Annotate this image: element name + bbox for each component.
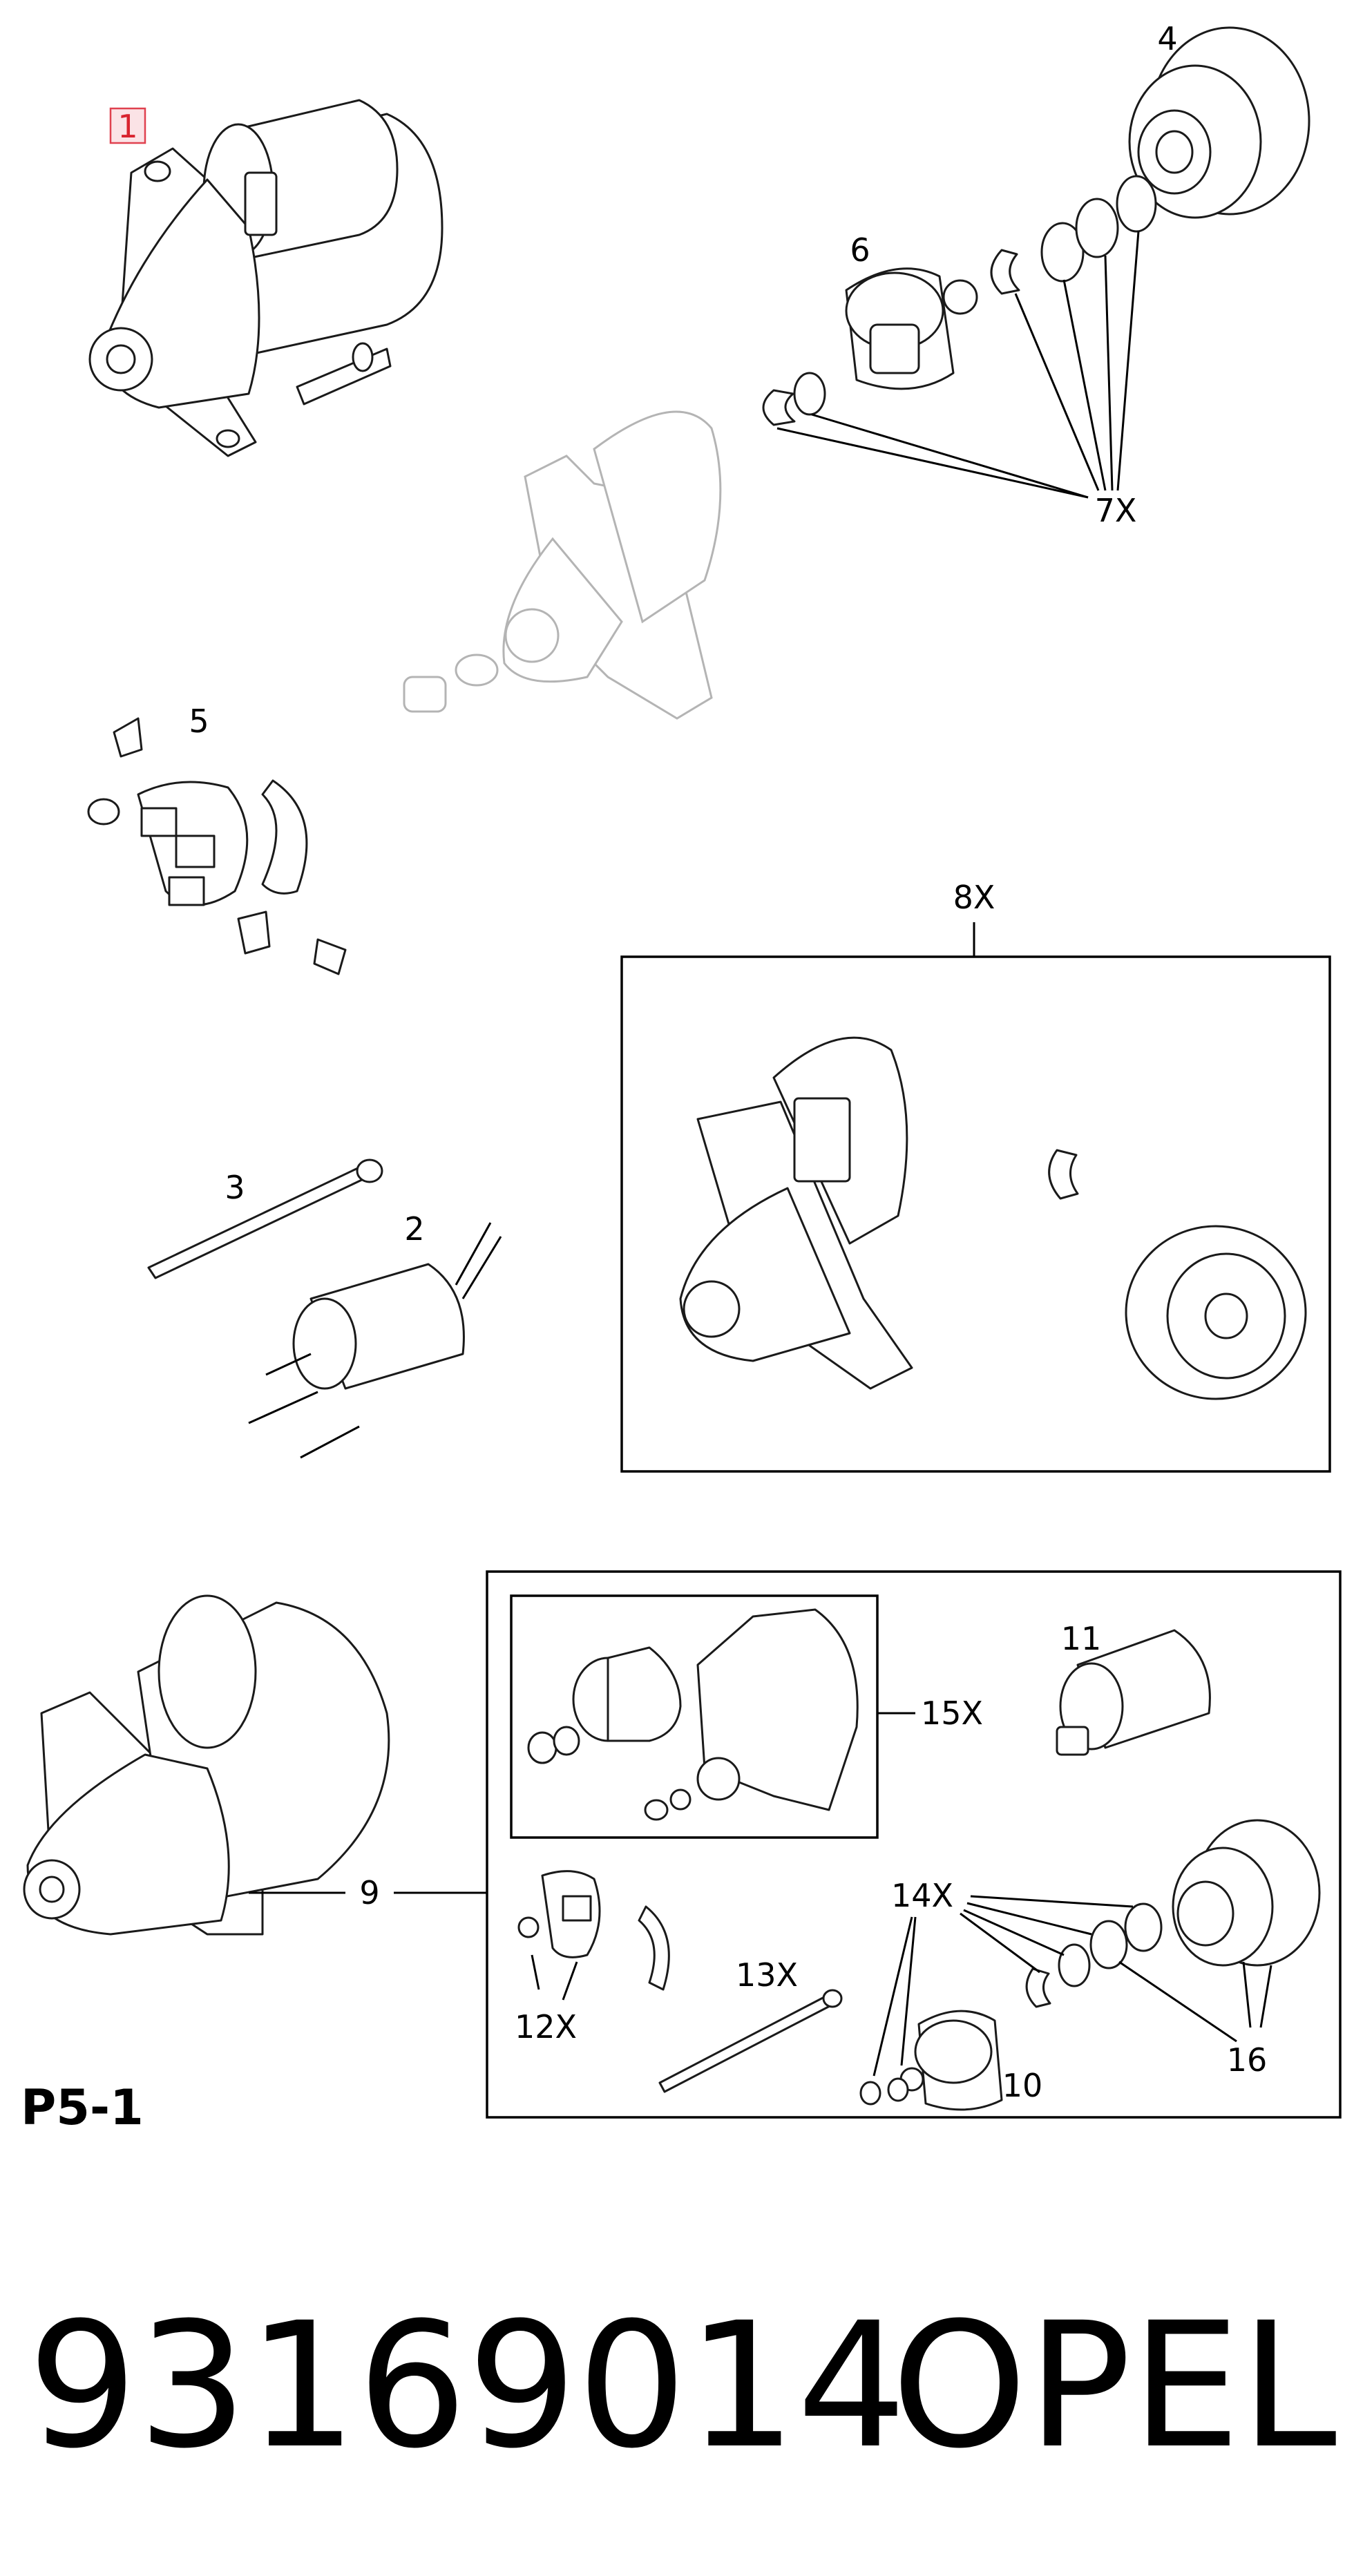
page-code: P5-1 [21,2079,144,2136]
leaders-14-16 [873,1895,1272,2077]
footer-brand: OPEL [891,2285,1337,2486]
part-5-brush-holder[interactable] [87,717,347,975]
part-16-drive-housing[interactable] [1025,1819,1321,2008]
leaders-7 [776,231,1140,499]
svg-text:1: 1 [117,108,137,145]
callout-14x[interactable]: 14X [891,1877,953,1914]
footer-part-number: 93169014 [28,2285,906,2486]
callout-15x[interactable]: 15X [921,1695,983,1732]
part-13-through-bolt[interactable] [658,1989,843,2093]
callout-13x[interactable]: 13X [736,1956,798,1994]
ghost-starter-outline [403,410,722,720]
callout-7x[interactable]: 7X [1095,492,1137,529]
callout-6[interactable]: 6 [850,231,870,269]
part-12-brush-holder[interactable] [517,1870,670,2001]
part-7-rings-clips[interactable] [762,175,1157,426]
kit-15-parts[interactable] [527,1608,859,1821]
part-10-pinion-gear[interactable] [859,2010,1003,2111]
callout-11[interactable]: 11 [1061,1620,1102,1657]
part-9-starter-assembly[interactable] [23,1594,390,1936]
callout-5[interactable]: 5 [189,703,209,740]
part-2-solenoid[interactable] [248,1222,502,1459]
kit-15-box [510,1594,879,1839]
callout-1[interactable]: 1 [109,107,146,145]
part-1-starter-motor[interactable] [88,99,444,457]
part-3-through-bolt[interactable] [147,1158,383,1279]
kit-8-clip[interactable] [1048,1149,1079,1200]
callout-4[interactable]: 4 [1157,20,1177,57]
kit-8-starter[interactable] [679,1036,913,1390]
callout-16[interactable]: 16 [1227,2041,1268,2079]
kit-9-box [486,1570,1342,2119]
callout-10[interactable]: 10 [1002,2067,1043,2104]
callout-12x[interactable]: 12X [515,2008,577,2045]
part-4-drive-housing[interactable] [1128,26,1310,219]
part-6-pinion-gear[interactable] [845,267,978,390]
callout-8x[interactable]: 8X [953,879,995,916]
part-11-solenoid[interactable] [1056,1629,1211,1756]
callout-9[interactable]: 9 [359,1874,379,1911]
kit-8-end-cover[interactable] [1125,1225,1307,1400]
callout-3[interactable]: 3 [225,1169,245,1206]
kit-8-box [620,955,1331,1473]
callout-2[interactable]: 2 [404,1210,424,1248]
